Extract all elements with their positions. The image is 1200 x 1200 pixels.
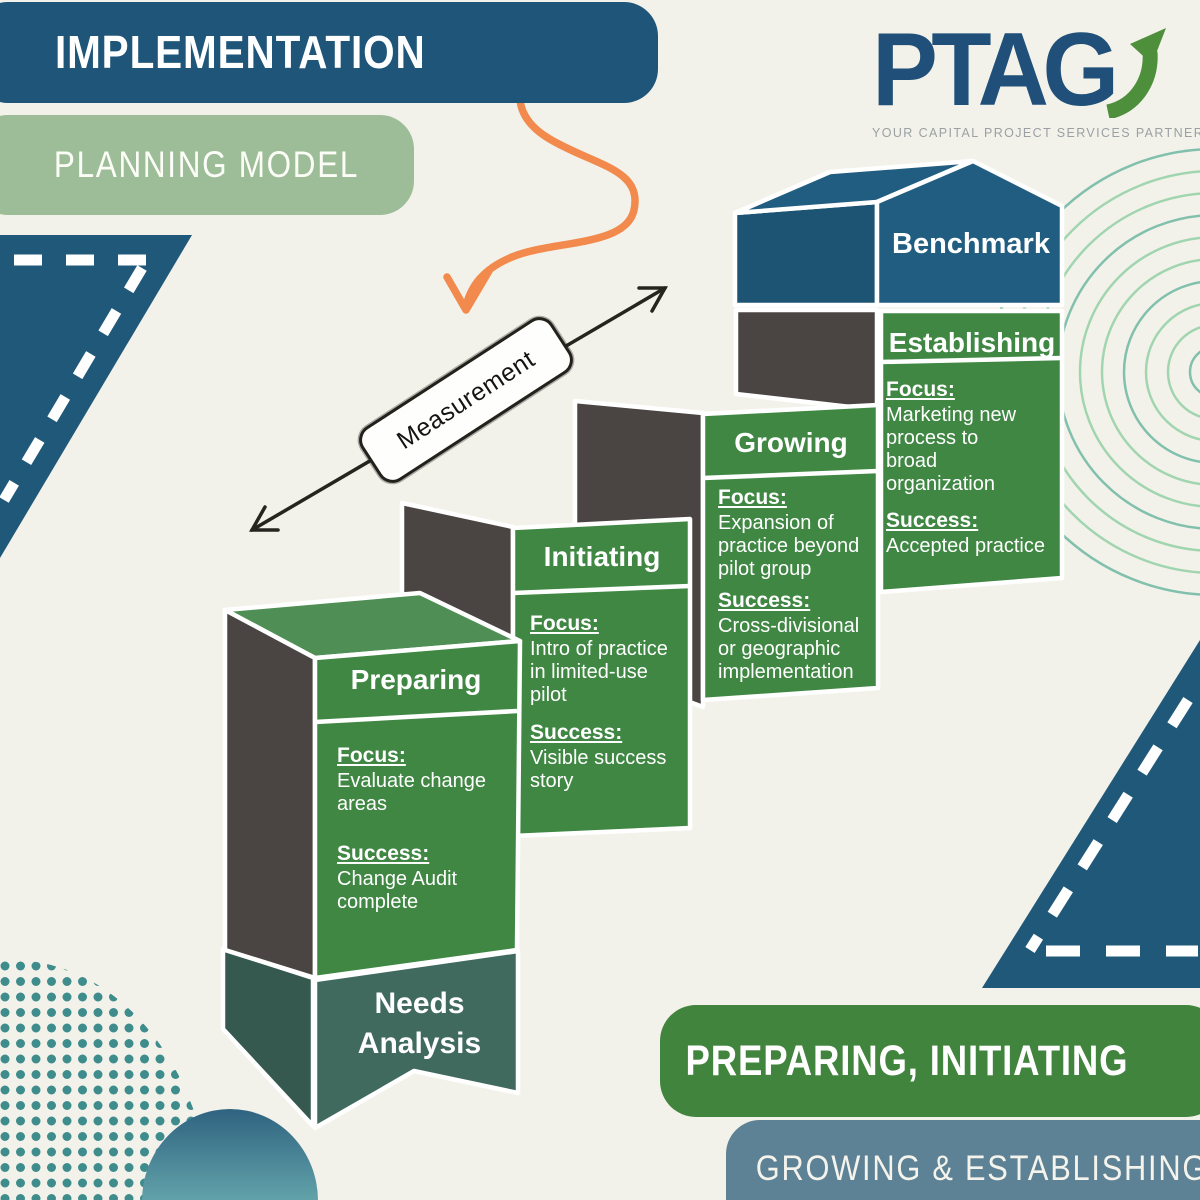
success-label: Success:: [337, 842, 430, 865]
establishing-focus-text: Marketing new process to broad organizat…: [886, 404, 1017, 495]
growing-title: Growing: [734, 427, 848, 458]
dots-decoration-icon: [0, 960, 212, 1200]
preparing-focus-text: Evaluate change areas: [337, 770, 487, 815]
footer-banner-primary-text: PREPARING, INITIATING: [685, 1037, 1129, 1085]
needs-analysis-title: Needs Analysis: [357, 987, 482, 1060]
preparing-block: [222, 590, 523, 981]
initiating-success-text: Visible success story: [530, 747, 667, 792]
needs-analysis-ribbon: [220, 946, 521, 1131]
footer-banner-secondary: GROWING & ESTABLISHING: [726, 1120, 1200, 1200]
initiating-focus-text: Intro of practice in limited-use pilot: [530, 638, 668, 706]
initiating-block: [399, 500, 693, 839]
growing-success-text: Cross-divisional or geographic implement…: [718, 615, 860, 683]
focus-label: Focus:: [337, 744, 406, 767]
success-label: Success:: [718, 589, 811, 612]
success-label: Success:: [530, 721, 623, 744]
preparing-title: Preparing: [350, 664, 482, 695]
page-title: IMPLEMENTATION: [54, 26, 426, 78]
growing-body: Focus: Expansion of practice beyond pilo…: [718, 486, 883, 684]
establishing-success-text: Accepted practice: [886, 535, 1045, 557]
subheader-bar: PLANNING MODEL: [0, 115, 414, 215]
logo-tagline: YOUR CAPITAL PROJECT SERVICES PARTNER: [872, 126, 1200, 140]
dome-decoration-icon: [142, 1109, 318, 1200]
preparing-success-text: Change Audit complete: [337, 868, 458, 913]
establishing-body: Focus: Marketing new process to broad or…: [886, 378, 1058, 558]
focus-label: Focus:: [886, 378, 955, 401]
ptag-logo: PTAG YOUR CAPITAL PROJECT SERVICES PARTN…: [872, 12, 1200, 140]
initiating-body: Focus: Intro of practice in limited-use …: [530, 612, 690, 793]
header-bar: IMPLEMENTATION: [0, 2, 658, 103]
road-triangle-top-left-icon: [0, 235, 192, 558]
focus-label: Focus:: [530, 612, 599, 635]
road-triangle-bottom-right-icon: [982, 640, 1200, 988]
benchmark-block: [732, 158, 1065, 308]
benchmark-title: Benchmark: [892, 228, 1050, 260]
focus-label: Focus:: [718, 486, 787, 509]
logo-growth-arrow-icon: [1105, 28, 1166, 118]
footer-banner-secondary-text: GROWING & ESTABLISHING: [755, 1149, 1200, 1188]
growing-focus-text: Expansion of practice beyond pilot group: [718, 512, 860, 580]
initiating-title: Initiating: [543, 541, 661, 572]
establishing-title: Establishing: [888, 327, 1056, 358]
logo-wordmark: PTAG: [872, 12, 1119, 128]
preparing-body: Focus: Evaluate change areas Success: Ch…: [337, 744, 515, 914]
staircase: [220, 158, 1065, 1131]
success-label: Success:: [886, 509, 979, 532]
page-subtitle: PLANNING MODEL: [53, 144, 360, 185]
footer-banner-primary: PREPARING, INITIATING: [660, 1005, 1200, 1117]
establishing-block: [733, 307, 1065, 595]
